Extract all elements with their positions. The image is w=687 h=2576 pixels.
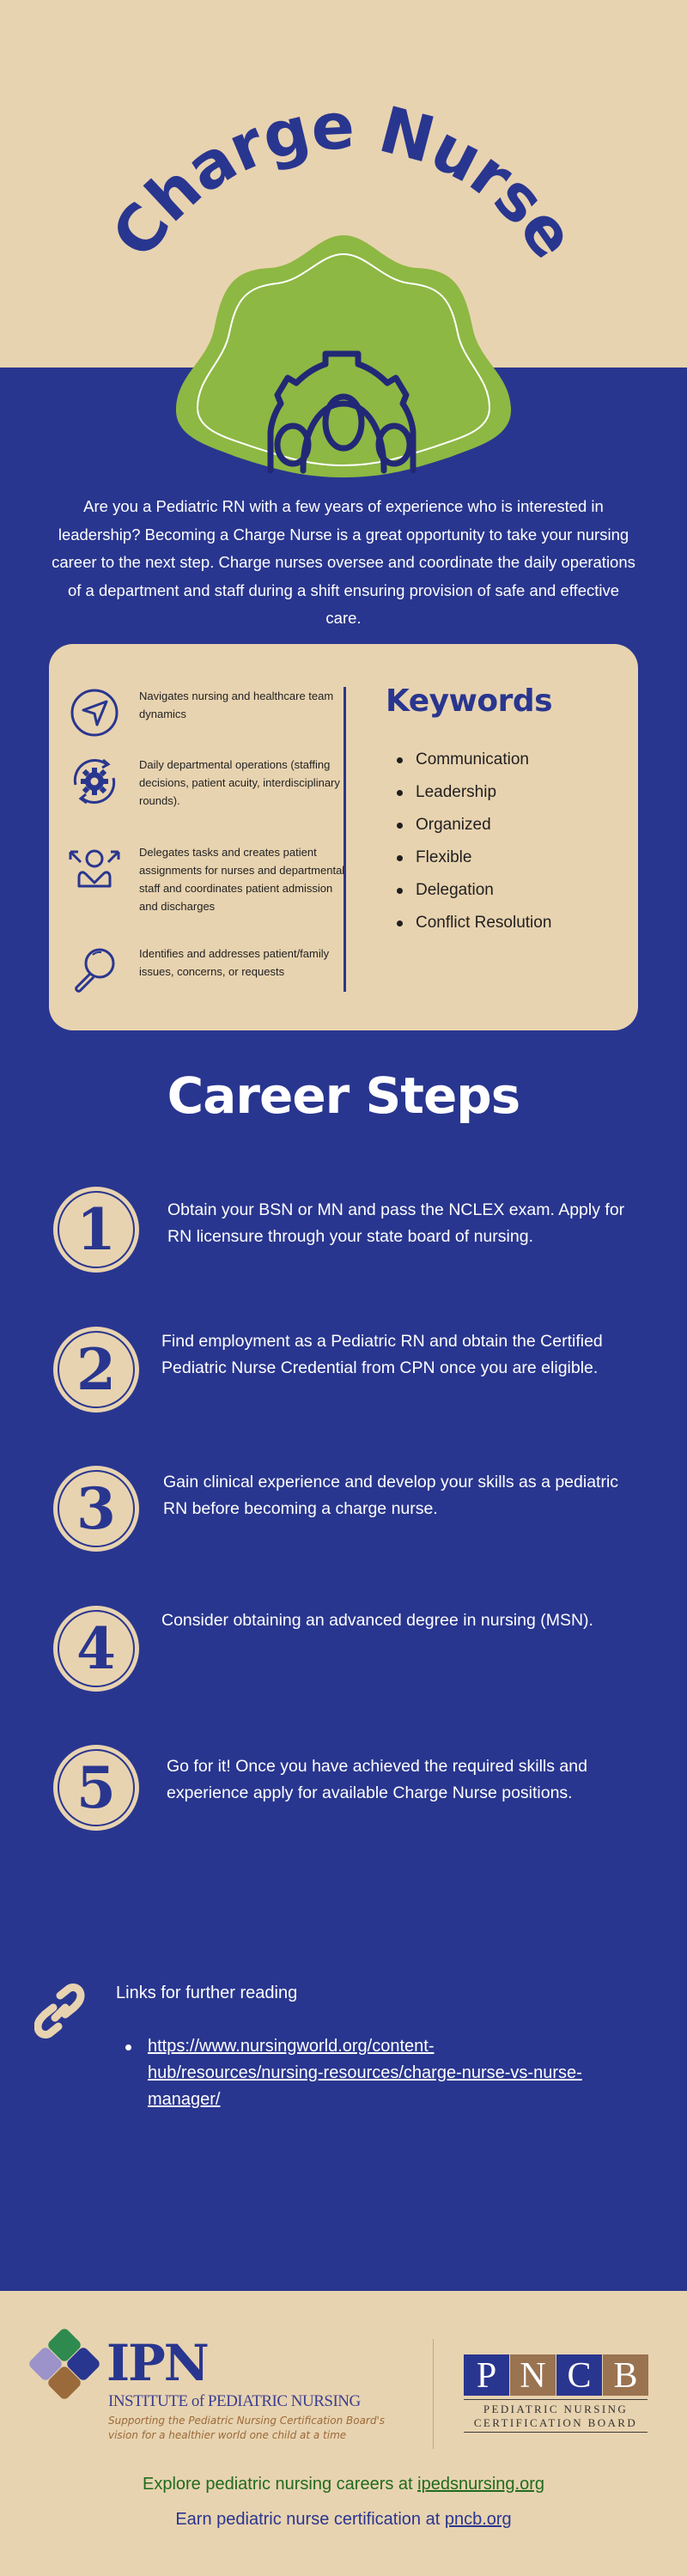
step-number-badge: 5: [53, 1745, 139, 1831]
pncb-letter: P: [464, 2354, 509, 2396]
links-heading: Links for further reading: [116, 1984, 298, 2002]
keywords-list: Communication Leadership Organized Flexi…: [395, 744, 551, 939]
step-number: 3: [76, 1475, 116, 1542]
link-item: https://www.nursingworld.org/content-hub…: [120, 2033, 601, 2113]
step-number: 4: [76, 1615, 116, 1682]
pncb-name-line2: CERTIFICATION BOARD: [473, 2416, 638, 2429]
step-number-badge: 4: [53, 1606, 139, 1692]
step-text: Gain clinical experience and develop you…: [163, 1473, 619, 1518]
keyword-item: Communication: [395, 744, 551, 776]
career-steps-heading: Career Steps: [167, 1066, 521, 1125]
keyword-item: Delegation: [395, 874, 551, 907]
gear-cycle-icon: [73, 758, 116, 805]
ipn-abbreviation: IPN: [106, 2334, 210, 2392]
footer-background: [0, 2291, 687, 2576]
earn-certification-text: Earn pediatric nurse certification at: [175, 2510, 445, 2529]
ipn-full-name: INSTITUTE of PEDIATRIC NURSING: [108, 2392, 361, 2410]
pncb-letter: B: [603, 2354, 648, 2396]
ipn-tagline: Supporting the Pediatric Nursing Certifi…: [108, 2415, 386, 2441]
keyword-item: Leadership: [395, 776, 551, 809]
step-number: 2: [76, 1336, 116, 1403]
duty-text: Daily departmental operations (staffing …: [139, 758, 340, 807]
step-text: Go for it! Once you have achieved the re…: [167, 1757, 587, 1802]
earn-certification-line: Earn pediatric nurse certification at pn…: [0, 2510, 687, 2530]
pncb-letter: C: [556, 2354, 602, 2396]
keyword-item: Conflict Resolution: [395, 907, 551, 939]
step-number-badge: 3: [53, 1466, 139, 1552]
keyword-item: Organized: [395, 809, 551, 841]
pncb-name-line1: PEDIATRIC NURSING: [483, 2403, 629, 2415]
step-text: Find employment as a Pediatric RN and ob…: [161, 1332, 603, 1377]
ipedsnursing-link[interactable]: ipedsnursing.org: [417, 2475, 545, 2494]
step-text: Consider obtaining an advanced degree in…: [161, 1611, 593, 1630]
further-reading-link[interactable]: https://www.nursingworld.org/content-hub…: [148, 2037, 582, 2109]
link-chain-icon: [34, 1984, 85, 2039]
duty-text: Delegates tasks and creates patient assi…: [139, 846, 345, 913]
card-divider: [344, 687, 346, 992]
step-number: 1: [76, 1196, 116, 1263]
duty-text: Identifies and addresses patient/family …: [139, 947, 330, 978]
step-number: 5: [76, 1754, 116, 1821]
footer-divider: [433, 2339, 434, 2449]
pncb-rule: [464, 2432, 647, 2433]
links-list: https://www.nursingworld.org/content-hub…: [120, 2033, 601, 2113]
explore-careers-text: Explore pediatric nursing careers at: [142, 2475, 418, 2494]
pncb-letter: N: [510, 2354, 556, 2396]
step-text: Obtain your BSN or MN and pass the NCLEX…: [167, 1200, 625, 1246]
team-gear-badge-icon: [175, 235, 512, 477]
intro-paragraph: Are you a Pediatric RN with a few years …: [52, 497, 635, 627]
duty-text: Navigates nursing and healthcare team dy…: [139, 690, 334, 720]
explore-careers-line: Explore pediatric nursing careers at ipe…: [0, 2475, 687, 2494]
puzzle-pieces-icon: [29, 2329, 100, 2399]
pncb-logo: P N C B PEDIATRIC NURSING CERTIFICATION …: [464, 2354, 648, 2440]
pncb-link[interactable]: pncb.org: [444, 2510, 512, 2529]
step-number-badge: 2: [53, 1327, 139, 1413]
delegate-person-icon: [69, 849, 120, 888]
step-number-badge: 1: [53, 1187, 139, 1273]
keyword-item: Flexible: [395, 841, 551, 874]
keywords-title: Keywords: [386, 683, 553, 719]
pncb-rule: [464, 2399, 647, 2400]
ipn-logo: IPN INSTITUTE of PEDIATRIC NURSING Suppo…: [27, 2327, 405, 2456]
navigation-arrow-icon: [70, 689, 119, 737]
magnifying-glass-icon: [75, 948, 115, 993]
